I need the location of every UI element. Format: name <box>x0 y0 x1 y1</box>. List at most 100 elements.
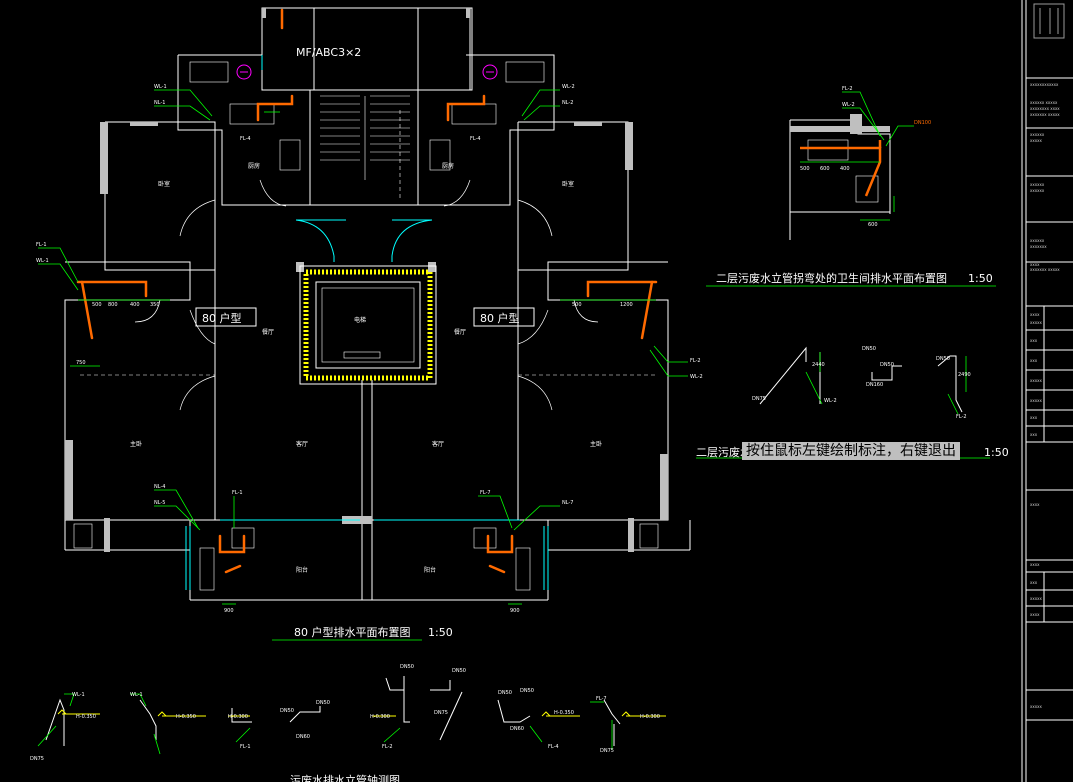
svg-text:WL-1: WL-1 <box>72 692 85 698</box>
svg-text:WL-2: WL-2 <box>690 374 703 380</box>
svg-text:xxxxx: xxxxx <box>1030 596 1042 601</box>
svg-text:DN50: DN50 <box>452 668 466 674</box>
svg-text:WL-2: WL-2 <box>562 84 575 90</box>
svg-text:xxx: xxx <box>1030 338 1038 343</box>
svg-text:800: 800 <box>108 302 118 308</box>
svg-text:xxxxxx: xxxxxx <box>1030 238 1045 243</box>
svg-text:FL-2: FL-2 <box>842 86 853 92</box>
svg-text:DN75: DN75 <box>30 756 44 762</box>
svg-text:H-0.300: H-0.300 <box>228 714 248 720</box>
svg-text:NL-7: NL-7 <box>562 500 573 506</box>
svg-text:xxxxxxx xxxxx: xxxxxxx xxxxx <box>1030 267 1060 272</box>
svg-text:WL-2: WL-2 <box>842 102 855 108</box>
unit-label-right: 80 户型 <box>480 311 520 325</box>
svg-text:500: 500 <box>572 302 582 308</box>
svg-text:DN50: DN50 <box>280 708 294 714</box>
room-label-living-right: 客厅 <box>432 440 444 448</box>
svg-text:500: 500 <box>800 166 810 172</box>
svg-text:NL-5: NL-5 <box>154 500 165 506</box>
svg-text:xxxx: xxxx <box>1030 502 1040 507</box>
svg-text:FL-2: FL-2 <box>956 414 967 420</box>
svg-text:DN75: DN75 <box>752 396 766 402</box>
svg-text:WL-1: WL-1 <box>130 692 143 698</box>
svg-text:WL-1: WL-1 <box>36 258 49 264</box>
svg-text:xxxxxxx: xxxxxxx <box>1030 244 1047 249</box>
svg-text:FL-1: FL-1 <box>232 490 243 496</box>
svg-text:FL-4: FL-4 <box>548 744 559 750</box>
svg-text:xxxxxx: xxxxxx <box>1030 182 1045 187</box>
svg-text:xxxxxxx xxxxx: xxxxxxx xxxxx <box>1030 112 1060 117</box>
svg-text:DN50: DN50 <box>936 356 950 362</box>
svg-text:FL-4: FL-4 <box>240 136 251 142</box>
svg-text:DN60: DN60 <box>510 726 524 732</box>
svg-text:600: 600 <box>868 222 878 228</box>
svg-text:FL-2: FL-2 <box>690 358 701 364</box>
svg-text:DN50: DN50 <box>862 346 876 352</box>
svg-text:xxx: xxx <box>1030 580 1038 585</box>
svg-text:xxxxx: xxxxx <box>1030 398 1042 403</box>
cad-command-tooltip: 按住鼠标左键绘制标注，右键退出 <box>742 442 960 460</box>
svg-text:xxxxx: xxxxx <box>1030 704 1042 709</box>
bottom-isometrics: WL-1 WL-1 H-0.350 H-0.350 H-0.300 H-0.30… <box>30 664 666 782</box>
svg-text:xxxxx: xxxxx <box>1030 320 1042 325</box>
main-plan-scale: 1:50 <box>428 626 453 639</box>
svg-text:FL-1: FL-1 <box>240 744 251 750</box>
svg-text:xxxxxxxxxxxx: xxxxxxxxxxxx <box>1030 82 1059 87</box>
svg-text:FL-7: FL-7 <box>480 490 491 496</box>
svg-text:H-0.300: H-0.300 <box>370 714 390 720</box>
svg-text:WL-2: WL-2 <box>824 398 837 404</box>
svg-text:xxx: xxx <box>1030 432 1038 437</box>
stair-label: MF/ABC3×2 <box>296 46 361 59</box>
svg-text:xxxxx: xxxxx <box>1030 138 1042 143</box>
svg-text:DN60: DN60 <box>296 734 310 740</box>
svg-text:H-0.300: H-0.300 <box>640 714 660 720</box>
room-label-bedroom-right: 卧室 <box>562 180 574 188</box>
main-plan-title: 80 户型排水平面布置图 <box>294 625 411 639</box>
svg-text:DN50: DN50 <box>880 362 894 368</box>
title-block-text: xxxxxxxxxxxx xxxxxx xxxxx xxxxxxxx xxxx … <box>1030 82 1060 709</box>
room-label-balcony-right: 阳台 <box>424 566 436 574</box>
svg-text:xxxxxxxx xxxx: xxxxxxxx xxxx <box>1030 106 1060 111</box>
svg-text:H-0.350: H-0.350 <box>76 714 96 720</box>
svg-text:xxxx: xxxx <box>1030 612 1040 617</box>
elevator-label: 电梯 <box>354 316 366 324</box>
svg-text:xxxx: xxxx <box>1030 262 1040 267</box>
svg-text:xxx: xxx <box>1030 358 1038 363</box>
detail2-title-prefix: 二层污废水 <box>696 445 751 459</box>
svg-text:350: 350 <box>150 302 160 308</box>
svg-text:2490: 2490 <box>958 372 971 378</box>
room-label-kitchen-right: 厨房 <box>442 162 454 170</box>
svg-text:900: 900 <box>510 608 520 614</box>
svg-text:DN50: DN50 <box>520 688 534 694</box>
room-label-dining-right: 餐厅 <box>454 328 466 336</box>
svg-text:500: 500 <box>92 302 102 308</box>
svg-text:xxxxxx: xxxxxx <box>1030 132 1045 137</box>
svg-text:900: 900 <box>224 608 234 614</box>
title-block <box>1021 0 1073 782</box>
svg-text:DN100: DN100 <box>914 120 931 126</box>
svg-text:750: 750 <box>76 360 86 366</box>
svg-text:DN50: DN50 <box>498 690 512 696</box>
svg-text:FL-2: FL-2 <box>382 744 393 750</box>
svg-text:H-0.350: H-0.350 <box>554 710 574 716</box>
room-label-dining-left: 餐厅 <box>262 328 274 336</box>
svg-text:xxxxxx: xxxxxx <box>1030 188 1045 193</box>
svg-text:H-0.350: H-0.350 <box>176 714 196 720</box>
svg-text:DN160: DN160 <box>866 382 883 388</box>
svg-text:FL-1: FL-1 <box>36 242 47 248</box>
svg-text:600: 600 <box>820 166 830 172</box>
svg-text:NL-1: NL-1 <box>154 100 165 106</box>
room-label-living-left: 客厅 <box>296 440 308 448</box>
svg-text:xxxxxx xxxxx: xxxxxx xxxxx <box>1030 100 1058 105</box>
svg-text:DN75: DN75 <box>434 710 448 716</box>
svg-text:NL-4: NL-4 <box>154 484 165 490</box>
detail-toilet-plan: FL-2 WL-2 DN100 500 600 400 600 二层污废水立管拐… <box>706 86 996 287</box>
room-label-master-left: 主卧 <box>130 440 142 448</box>
svg-text:400: 400 <box>840 166 850 172</box>
svg-text:DN50: DN50 <box>400 664 414 670</box>
detail2-scale: 1:50 <box>984 446 1009 459</box>
svg-text:xxxx: xxxx <box>1030 562 1040 567</box>
svg-text:2440: 2440 <box>812 362 825 368</box>
detail-plan-scale: 1:50 <box>968 272 993 285</box>
